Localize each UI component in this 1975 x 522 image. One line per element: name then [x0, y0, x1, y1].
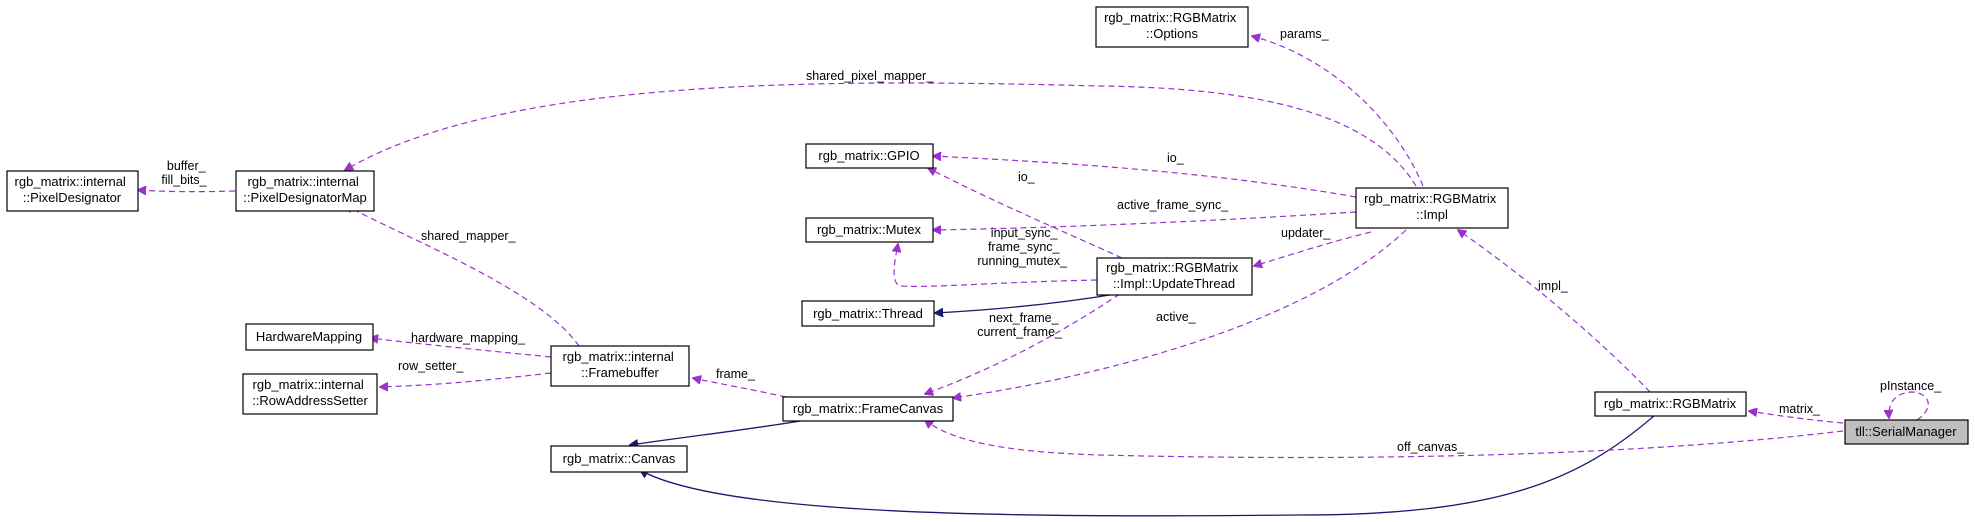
- node-frame-canvas[interactable]: rgb_matrix::FrameCanvas: [782, 396, 954, 422]
- label-frame: frame_: [716, 367, 756, 381]
- label-off-canvas: off_canvas_: [1397, 440, 1465, 454]
- label-frames: next_frame_ current_frame_: [977, 311, 1063, 339]
- edge-rgbmatrix-inherit: [640, 414, 1656, 517]
- node-mutex[interactable]: rgb_matrix::Mutex: [805, 217, 934, 243]
- label-pinstance: pInstance_: [1880, 379, 1942, 393]
- node-update-thread[interactable]: rgb_matrix::RGBMatrix ::Impl::UpdateThre…: [1096, 257, 1253, 296]
- svg-text:rgb_matrix::internal :: rgb_matrix::internal ::PixelDesignatorMa…: [243, 174, 367, 205]
- edge-row-setter: [380, 372, 552, 387]
- node-canvas[interactable]: rgb_matrix::Canvas: [550, 445, 688, 473]
- svg-text:rgb_matrix::RGBMatrix: rgb_matrix::RGBMatrix: [1604, 396, 1737, 411]
- edge-shared-pixel-mapper: [345, 82, 1417, 187]
- label-active-frame-sync: active_frame_sync_: [1117, 198, 1229, 212]
- svg-text:rgb_matrix::RGBMatrix: rgb_matrix::RGBMatrix ::Options: [1104, 10, 1240, 41]
- edges: [138, 36, 1929, 517]
- node-gpio[interactable]: rgb_matrix::GPIO: [805, 143, 934, 169]
- svg-text:rgb_matrix::Thread: rgb_matrix::Thread: [813, 306, 923, 321]
- svg-text:rgb_matrix::Mutex: rgb_matrix::Mutex: [817, 222, 922, 237]
- svg-text:rgb_matrix::RGBMatrix: rgb_matrix::RGBMatrix ::Impl::UpdateThre…: [1106, 260, 1242, 291]
- node-row-address-setter[interactable]: rgb_matrix::internal ::RowAddressSetter: [242, 373, 378, 415]
- svg-text:rgb_matrix::Canvas: rgb_matrix::Canvas: [563, 451, 676, 466]
- svg-text:rgb_matrix::internal :: rgb_matrix::internal ::Framebuffer: [563, 349, 678, 380]
- edge-active-frame-sync: [933, 211, 1357, 230]
- edge-canvas-inherit: [630, 419, 807, 445]
- edge-shared-mapper: [345, 205, 580, 347]
- edge-io-update: [928, 168, 1123, 259]
- edge-buffer-fill-bits: [138, 190, 236, 192]
- edge-mutexes: [894, 244, 1098, 288]
- label-shared-mapper: shared_mapper_: [421, 229, 517, 243]
- edge-params: [1252, 36, 1424, 187]
- label-io-update: io_: [1018, 170, 1036, 184]
- node-thread[interactable]: rgb_matrix::Thread: [801, 300, 935, 327]
- node-rgbmatrix[interactable]: rgb_matrix::RGBMatrix: [1594, 391, 1747, 417]
- label-io-impl: io_: [1167, 151, 1185, 165]
- svg-text:rgb_matrix::internal :: rgb_matrix::internal ::PixelDesignator: [15, 174, 130, 205]
- label-params: params_: [1280, 27, 1330, 41]
- label-matrix: matrix_: [1779, 402, 1821, 416]
- node-framebuffer[interactable]: rgb_matrix::internal ::Framebuffer: [550, 345, 690, 387]
- svg-text:rgb_matrix::FrameCanvas: rgb_matrix::FrameCanvas: [793, 401, 944, 416]
- edge-thread-inherit: [935, 293, 1117, 313]
- edge-io-impl: [933, 156, 1357, 198]
- node-options[interactable]: rgb_matrix::RGBMatrix ::Options: [1095, 6, 1249, 48]
- svg-text:rgb_matrix::RGBMatrix: rgb_matrix::RGBMatrix ::Impl: [1364, 191, 1500, 222]
- edge-hardware-mapping: [370, 338, 552, 358]
- svg-text:HardwareMapping: HardwareMapping: [256, 329, 362, 344]
- svg-text:rgb_matrix::GPIO: rgb_matrix::GPIO: [818, 148, 919, 163]
- label-hardware-mapping: hardware_mapping_: [411, 331, 526, 345]
- nodes[interactable]: rgb_matrix::RGBMatrix ::Options rgb_matr…: [6, 6, 1969, 473]
- node-impl[interactable]: rgb_matrix::RGBMatrix ::Impl: [1355, 187, 1509, 229]
- edge-frame: [693, 378, 787, 398]
- label-mutexes: input_sync_ frame_sync_ running_mutex_: [977, 226, 1068, 268]
- label-impl: impl_: [1538, 279, 1569, 293]
- edge-active: [953, 229, 1407, 398]
- label-shared-pixel-mapper: shared_pixel_mapper_: [806, 69, 934, 83]
- node-hardware-mapping[interactable]: HardwareMapping: [245, 323, 374, 351]
- node-pixel-designator[interactable]: rgb_matrix::internal ::PixelDesignator: [6, 170, 139, 212]
- node-serial-manager[interactable]: tll::SerialManager: [1844, 419, 1969, 445]
- edge-pinstance: [1889, 391, 1929, 421]
- edge-updater: [1254, 231, 1372, 266]
- edge-off-canvas: [925, 420, 1844, 459]
- node-pixel-designator-map[interactable]: rgb_matrix::internal ::PixelDesignatorMa…: [235, 170, 375, 212]
- edge-impl: [1458, 230, 1651, 393]
- label-updater: updater_: [1281, 226, 1331, 240]
- edge-labels: params_ shared_pixel_mapper_ buffer_ fil…: [161, 27, 1942, 454]
- edge-matrix: [1749, 411, 1844, 424]
- svg-text:tll::SerialManager: tll::SerialManager: [1855, 424, 1957, 439]
- svg-text:rgb_matrix::internal :: rgb_matrix::internal ::RowAddressSetter: [252, 377, 368, 408]
- label-buffer-fill-bits: buffer_ fill_bits_: [161, 159, 209, 187]
- label-active: active_: [1156, 310, 1197, 324]
- label-row-setter: row_setter_: [398, 359, 464, 373]
- edge-frames: [925, 293, 1121, 394]
